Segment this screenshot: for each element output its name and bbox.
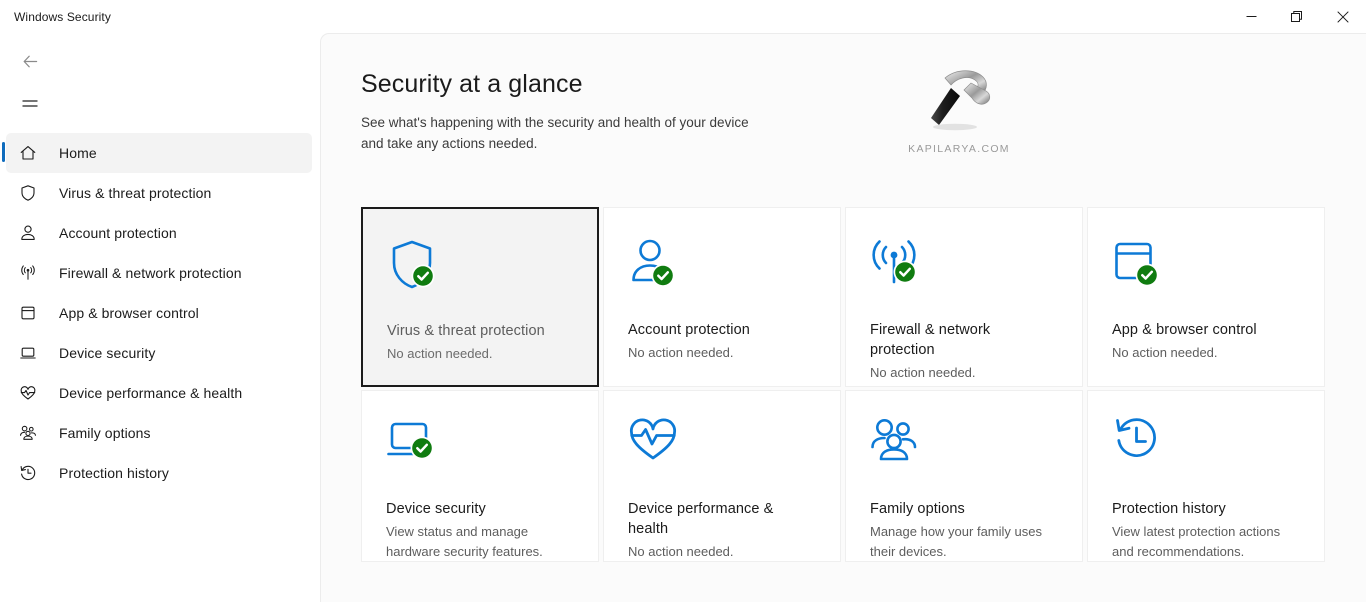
- card-title: Family options: [870, 501, 965, 517]
- sidebar-item-label: Family options: [59, 425, 151, 441]
- watermark-text: KAPILARYA.COM: [908, 143, 1010, 155]
- people-icon: [17, 422, 39, 444]
- sidebar-item-firewall-network-protection[interactable]: Firewall & network protection: [6, 253, 312, 293]
- card-title: App & browser control: [1112, 322, 1257, 338]
- people-icon: [870, 417, 1058, 477]
- window-title: Windows Security: [14, 9, 111, 24]
- card-description: No action needed.: [1112, 345, 1218, 360]
- shield-check-icon: [387, 239, 573, 299]
- sidebar: Home Virus & threat protection Account p…: [0, 33, 320, 602]
- card-device-performance-health[interactable]: Device performance & health No action ne…: [603, 390, 841, 562]
- window-check-icon: [1112, 238, 1300, 298]
- wifi-icon: [17, 262, 39, 284]
- page-header: Security at a glance See what's happenin…: [321, 34, 1366, 154]
- sidebar-item-label: Device performance & health: [59, 385, 243, 401]
- sidebar-item-device-security[interactable]: Device security: [6, 333, 312, 373]
- card-title: Protection history: [1112, 501, 1226, 517]
- card-family-options[interactable]: Family options Manage how your family us…: [845, 390, 1083, 562]
- sidebar-item-device-performance-health[interactable]: Device performance & health: [6, 373, 312, 413]
- wifi-check-icon: [870, 238, 1058, 298]
- sidebar-item-protection-history[interactable]: Protection history: [6, 453, 312, 493]
- sidebar-item-label: Firewall & network protection: [59, 265, 242, 281]
- card-description: No action needed.: [387, 346, 493, 361]
- sidebar-item-label: App & browser control: [59, 305, 199, 321]
- sidebar-item-virus-threat-protection[interactable]: Virus & threat protection: [6, 173, 312, 213]
- sidebar-item-label: Home: [59, 145, 97, 161]
- card-app-browser-control[interactable]: App & browser control No action needed.: [1087, 207, 1325, 387]
- shield-icon: [17, 182, 39, 204]
- hamburger-menu-icon[interactable]: [6, 87, 54, 123]
- page-subtitle: See what's happening with the security a…: [361, 115, 749, 151]
- laptop-check-icon: [386, 417, 574, 477]
- sidebar-item-label: Account protection: [59, 225, 177, 241]
- hammer-icon: [931, 70, 991, 131]
- window-controls: [1228, 0, 1366, 33]
- window-icon: [17, 302, 39, 324]
- security-cards-grid: Virus & threat protection No action need…: [361, 207, 1329, 562]
- card-title: Account protection: [628, 322, 750, 338]
- back-button[interactable]: [6, 43, 54, 79]
- sidebar-item-home[interactable]: Home: [2, 133, 312, 173]
- card-virus-threat-protection[interactable]: Virus & threat protection No action need…: [361, 207, 599, 387]
- home-icon: [17, 142, 39, 164]
- heart-pulse-icon: [628, 417, 816, 477]
- card-account-protection[interactable]: Account protection No action needed.: [603, 207, 841, 387]
- sidebar-item-app-browser-control[interactable]: App & browser control: [6, 293, 312, 333]
- page-title: Security at a glance: [361, 70, 583, 98]
- history-clock-icon: [17, 462, 39, 484]
- heart-pulse-icon: [17, 382, 39, 404]
- sidebar-item-label: Protection history: [59, 465, 169, 481]
- watermark: KAPILARYA.COM: [884, 60, 1034, 155]
- main-content: Security at a glance See what's happenin…: [320, 33, 1366, 602]
- sidebar-item-family-options[interactable]: Family options: [6, 413, 312, 453]
- card-title: Virus & threat protection: [387, 323, 545, 339]
- sidebar-nav: Home Virus & threat protection Account p…: [0, 133, 320, 493]
- minimize-button[interactable]: [1228, 0, 1274, 33]
- card-title: Device security: [386, 501, 486, 517]
- sidebar-header: [0, 33, 320, 123]
- card-description: No action needed.: [628, 544, 734, 559]
- card-protection-history[interactable]: Protection history View latest protectio…: [1087, 390, 1325, 562]
- card-title: Device performance & health: [628, 501, 774, 537]
- restore-button[interactable]: [1274, 0, 1320, 33]
- laptop-icon: [17, 342, 39, 364]
- title-bar: Windows Security: [0, 0, 1366, 33]
- person-icon: [17, 222, 39, 244]
- card-device-security[interactable]: Device security View status and manage h…: [361, 390, 599, 562]
- close-button[interactable]: [1320, 0, 1366, 33]
- card-description: View status and manage hardware security…: [386, 524, 543, 559]
- sidebar-item-label: Virus & threat protection: [59, 185, 212, 201]
- person-check-icon: [628, 238, 816, 298]
- sidebar-item-account-protection[interactable]: Account protection: [6, 213, 312, 253]
- card-title: Firewall & network protection: [870, 322, 991, 358]
- card-description: No action needed.: [628, 345, 734, 360]
- card-description: No action needed.: [870, 365, 976, 380]
- history-clock-icon: [1112, 417, 1300, 477]
- card-firewall-network-protection[interactable]: Firewall & network protection No action …: [845, 207, 1083, 387]
- card-description: Manage how your family uses their device…: [870, 524, 1042, 559]
- card-description: View latest protection actions and recom…: [1112, 524, 1281, 559]
- sidebar-item-label: Device security: [59, 345, 156, 361]
